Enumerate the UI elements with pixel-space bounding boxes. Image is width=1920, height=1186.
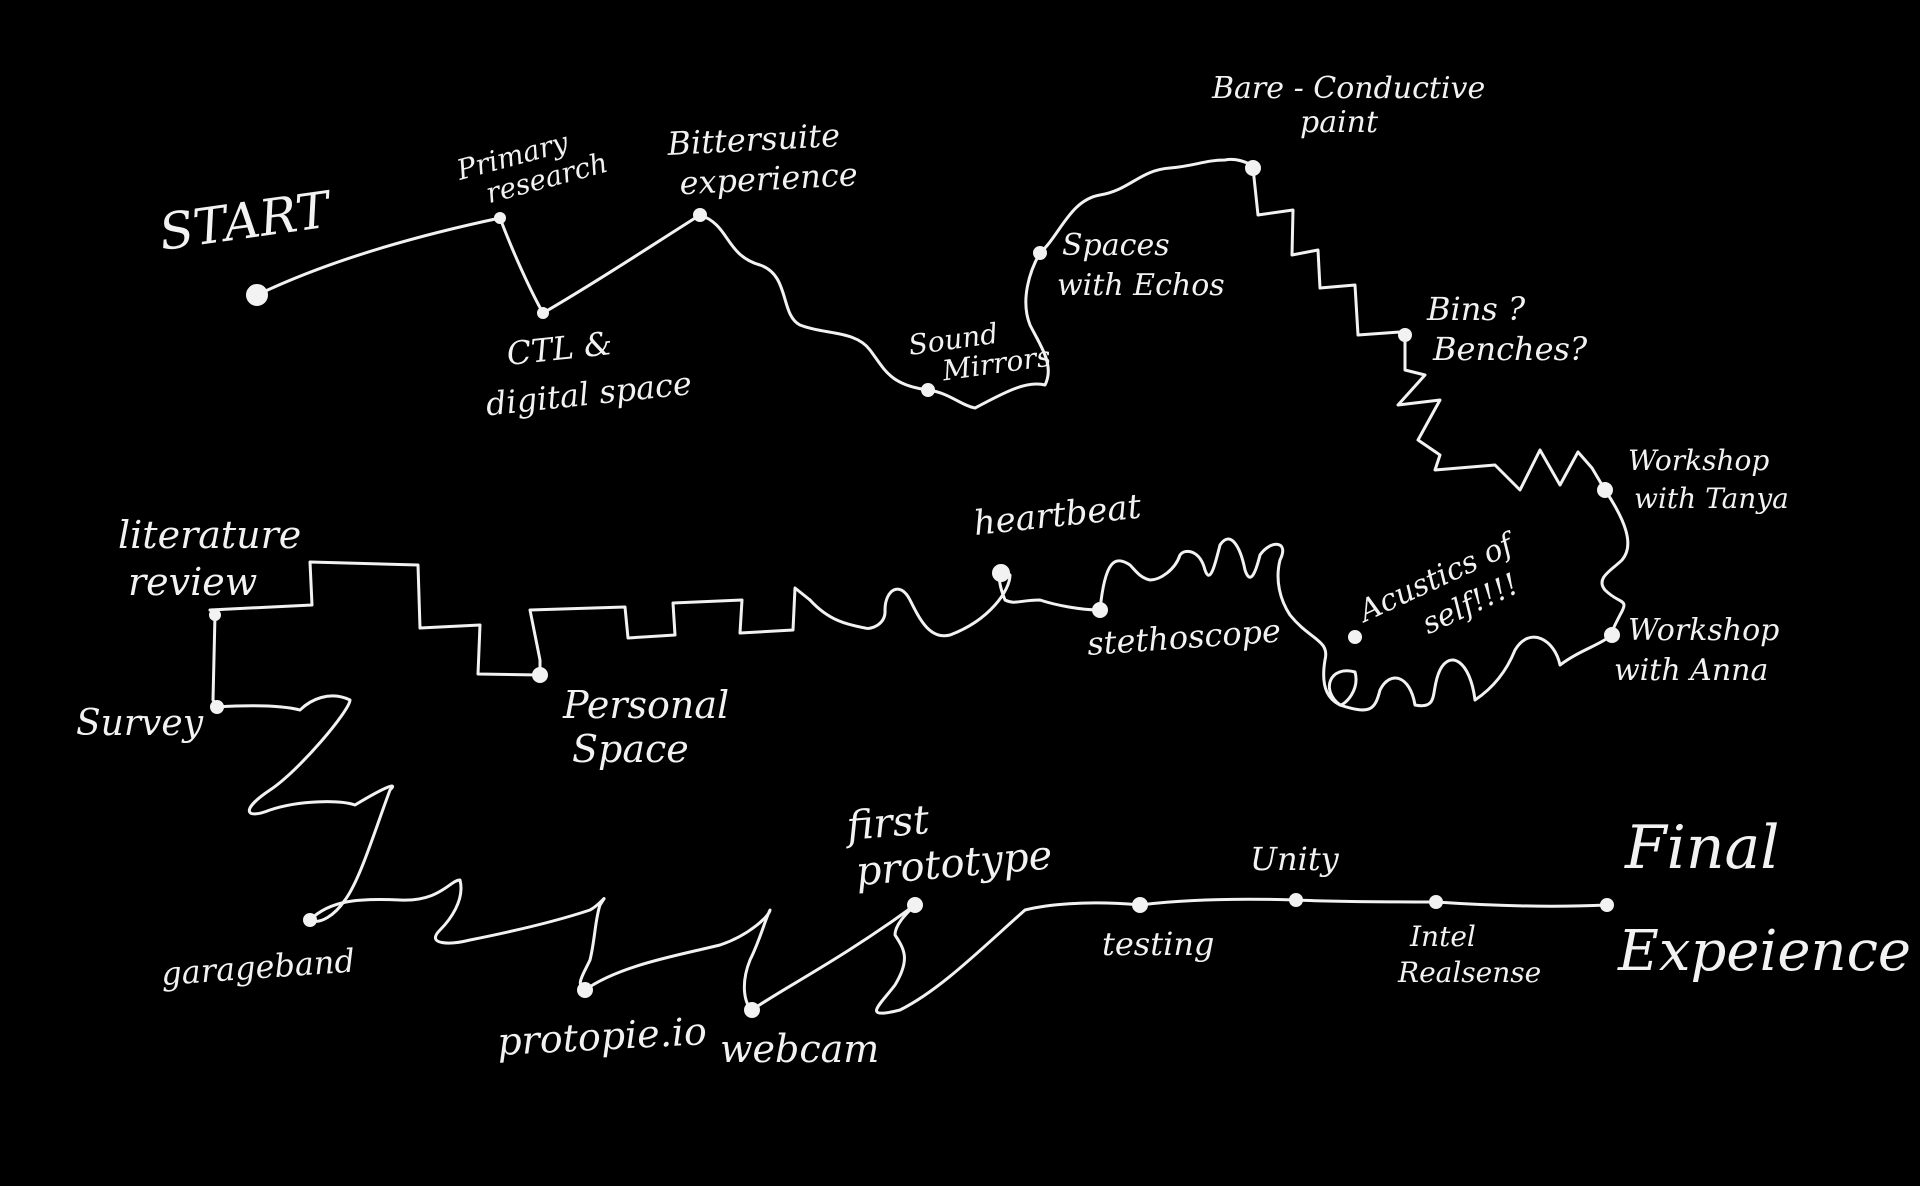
- label-bare-conductive-paint: Bare - Conductive paint: [1211, 71, 1495, 140]
- path-heartbeat-to-personal-space: [528, 586, 812, 677]
- path-unity-to-final: [1294, 898, 1609, 908]
- node-stethoscope: [1092, 602, 1108, 618]
- path-first-prototype-to-testing: [875, 901, 1142, 1015]
- label-start: START: [156, 180, 337, 262]
- node-start: [246, 284, 268, 306]
- node-acustics-of-self: [1348, 630, 1362, 644]
- label-protopie: protopie.io: [496, 1009, 708, 1064]
- node-workshop-tanya: [1597, 482, 1613, 498]
- path-workshop-tanya-to-anna: [1600, 488, 1630, 637]
- node-bins-benches: [1398, 328, 1412, 342]
- node-primary-research: [494, 212, 506, 224]
- label-primary-research: Primary research: [452, 117, 611, 216]
- label-acustics-of-self: Acustics of self!!!!: [1351, 523, 1543, 665]
- label-final: Final: [1624, 813, 1779, 883]
- label-final-experience: Expeience: [1617, 919, 1911, 984]
- path-webcam-to-first-prototype: [750, 903, 917, 1012]
- path-spaces-to-bare-conductive: [1038, 158, 1255, 255]
- label-workshop-anna: Workshop with Anna: [1614, 613, 1789, 688]
- path-start-to-primary-research: [255, 216, 502, 297]
- node-sound-mirrors: [921, 383, 935, 397]
- path-sound-mirrors-loop: [926, 251, 1050, 410]
- path-anna-to-acustics: [1327, 633, 1614, 712]
- label-spaces-with-echos: Spaces with Echos: [1057, 228, 1225, 303]
- node-final: [1600, 898, 1614, 912]
- label-testing: testing: [1102, 925, 1214, 963]
- node-literature-review: [209, 609, 221, 621]
- path-bins-zigzag: [1396, 333, 1607, 492]
- path-survey-to-garageband: [215, 694, 394, 923]
- label-unity: Unity: [1250, 840, 1340, 878]
- path-acustics-to-stethoscope: [1098, 537, 1342, 707]
- node-heartbeat: [992, 564, 1010, 582]
- node-bare-conductive-paint: [1245, 160, 1261, 176]
- label-ctl-digital-space: CTL & digital space: [479, 316, 693, 423]
- path-bittersuite-to-sound-mirrors: [698, 213, 930, 392]
- label-survey: Survey: [76, 703, 204, 744]
- node-spaces-with-echos: [1033, 246, 1047, 260]
- label-personal-space: Personal Space: [562, 683, 741, 771]
- label-heartbeat: heartbeat: [972, 487, 1144, 544]
- label-stethoscope: stethoscope: [1086, 612, 1282, 663]
- node-protopie: [577, 982, 593, 998]
- label-garageband: garageband: [160, 942, 356, 993]
- node-personal-space: [532, 667, 548, 683]
- node-ctl-digital-space: [537, 307, 549, 319]
- label-webcam: webcam: [720, 1027, 879, 1071]
- path-garageband-to-protopie: [308, 878, 606, 992]
- node-bittersuite-experience: [693, 208, 707, 222]
- label-sound-mirrors: Sound Mirrors: [906, 310, 1052, 392]
- label-intel-realsense: Intel Realsense: [1397, 920, 1541, 989]
- node-survey: [210, 700, 224, 714]
- node-garageband: [303, 913, 317, 927]
- label-literature-review: literature review: [118, 513, 313, 604]
- node-unity: [1289, 893, 1303, 907]
- path-bare-conductive-zigzag: [1251, 166, 1402, 337]
- path-primary-to-ctl: [498, 216, 545, 315]
- label-workshop-tanya: Workshop with Tanya: [1628, 444, 1789, 515]
- path-literature-to-survey: [211, 613, 219, 709]
- node-webcam: [744, 1002, 760, 1018]
- path-stethoscope-to-heartbeat: [808, 569, 1102, 638]
- node-testing: [1132, 897, 1148, 913]
- path-ctl-to-bittersuite: [541, 213, 702, 315]
- label-bittersuite-experience: Bittersuite experience: [665, 115, 858, 203]
- node-first-prototype: [907, 897, 923, 913]
- path-testing-to-unity: [1138, 897, 1298, 907]
- label-bins-benches: Bins ? Benches?: [1426, 290, 1588, 368]
- node-intel-realsense: [1429, 895, 1443, 909]
- path-personal-space-to-literature: [208, 560, 542, 677]
- path-protopie-to-webcam: [583, 908, 772, 1012]
- node-workshop-anna: [1604, 627, 1620, 643]
- label-first-prototype: first prototype: [842, 787, 1054, 897]
